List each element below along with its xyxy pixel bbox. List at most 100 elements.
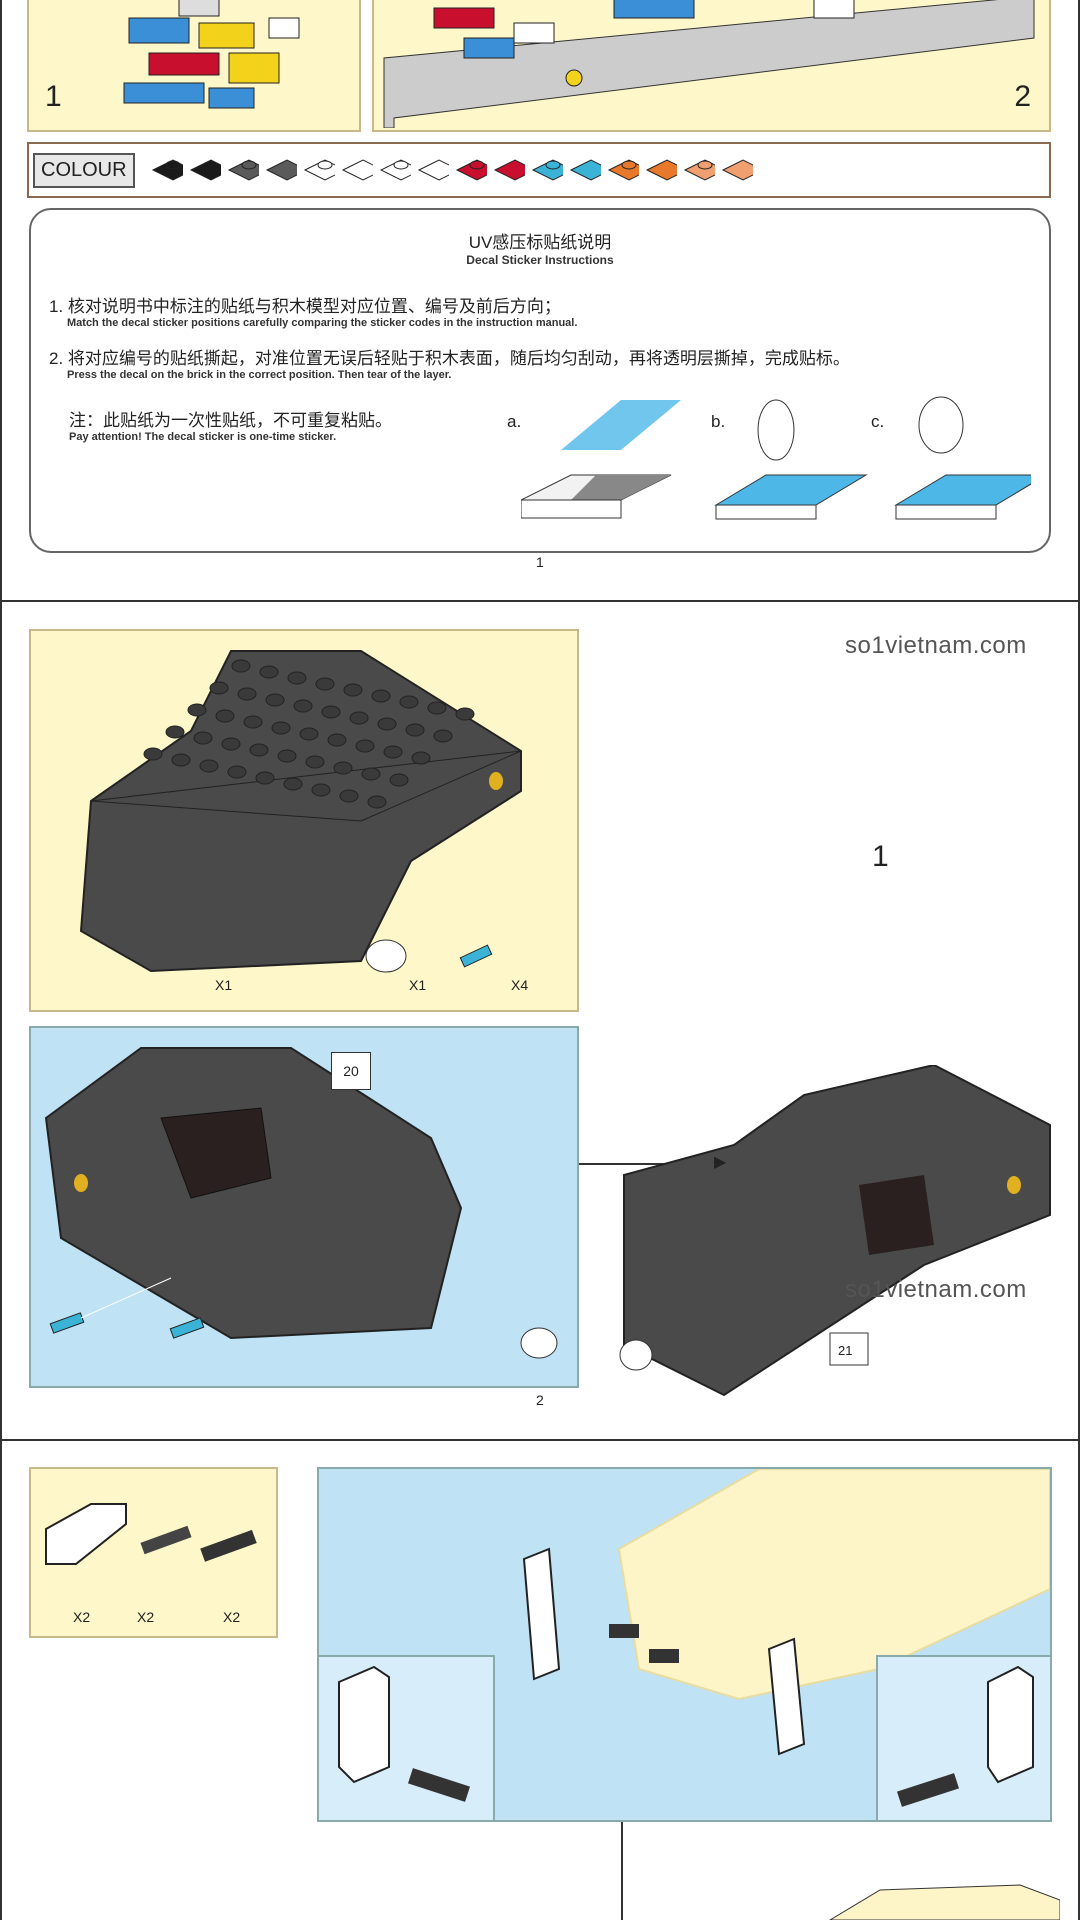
stud xyxy=(249,743,269,757)
colour-swatches xyxy=(149,153,757,187)
pin-insert-detail xyxy=(896,1665,1034,1807)
step-a-label: a. xyxy=(507,412,522,431)
battery-box-assembly xyxy=(44,1047,558,1359)
divider xyxy=(0,600,1080,602)
part-qty: X2 xyxy=(223,1609,241,1625)
stud xyxy=(343,683,363,697)
stud xyxy=(327,733,347,747)
colour-swatch xyxy=(721,159,753,181)
colour-swatch xyxy=(455,159,487,181)
stud xyxy=(367,795,387,809)
next-step-brick xyxy=(829,1884,1060,1920)
stud xyxy=(427,701,447,715)
step-number: 1 xyxy=(45,80,62,113)
sticker-code-badge: 20 xyxy=(331,1052,371,1090)
colour-bar: COLOUR xyxy=(27,142,1051,198)
stud xyxy=(227,765,247,779)
colour-swatch xyxy=(493,159,525,181)
stud xyxy=(243,715,263,729)
stud xyxy=(433,729,453,743)
decal-title-zh: UV感压标贴纸说明 xyxy=(468,233,612,252)
stud xyxy=(333,761,353,775)
stud xyxy=(455,707,475,721)
stud xyxy=(187,703,207,717)
stud xyxy=(399,695,419,709)
instruction-1-zh: 1. 核对说明书中标注的贴纸与积木模型对应位置、编号及前后方向； xyxy=(49,297,561,316)
arrow-right-icon: ▶ xyxy=(714,1154,727,1171)
stud xyxy=(293,699,313,713)
instruction-2-zh: 2. 将对应编号的贴纸撕起，对准位置无误后轻贴于积木表面，随后均匀刮动，再将透明… xyxy=(49,349,850,368)
stud xyxy=(171,753,191,767)
part-qty: X2 xyxy=(137,1609,155,1625)
battery-box-result xyxy=(619,1065,1051,1397)
divider xyxy=(0,1439,1080,1441)
stud xyxy=(411,751,431,765)
detail-panel-left xyxy=(317,1655,495,1822)
parts-illustration xyxy=(45,1503,257,1565)
parts-panel: X2 X2 X2 xyxy=(29,1467,278,1638)
stud xyxy=(209,681,229,695)
sticker-code-badge: 21 xyxy=(838,1343,853,1358)
step-panel-1: 1 xyxy=(27,0,361,132)
stud xyxy=(361,767,381,781)
stud xyxy=(389,773,409,787)
note-en: Pay attention! The decal sticker is one-… xyxy=(69,431,337,443)
stud xyxy=(321,705,341,719)
pin-insert-detail xyxy=(338,1665,471,1802)
step-number: 1 xyxy=(872,840,889,873)
instruction-2-en: Press the decal on the brick in the corr… xyxy=(67,369,452,381)
colour-swatch xyxy=(531,159,563,181)
stud xyxy=(231,659,251,673)
stud xyxy=(287,671,307,685)
stud xyxy=(221,737,241,751)
colour-swatch xyxy=(341,159,373,181)
stud xyxy=(377,717,397,731)
colour-swatch xyxy=(303,159,335,181)
decal-title-en: Decal Sticker Instructions xyxy=(466,253,614,267)
watermark: so1vietnam.com xyxy=(845,1276,1027,1303)
colour-swatch xyxy=(569,159,601,181)
detail-panel-right xyxy=(876,1655,1052,1822)
arrow-line xyxy=(579,1163,729,1165)
stud xyxy=(349,711,369,725)
colour-swatch xyxy=(645,159,677,181)
stud xyxy=(277,749,297,763)
colour-swatch xyxy=(227,159,259,181)
part-qty: X2 xyxy=(73,1609,91,1625)
battery-box-brick xyxy=(79,650,522,973)
stud xyxy=(305,755,325,769)
assembly-panel: 20 xyxy=(29,1026,579,1388)
watermark: so1vietnam.com xyxy=(845,632,1027,659)
step-panel-2: 2 xyxy=(372,0,1051,132)
colour-swatch xyxy=(265,159,297,181)
colour-swatch xyxy=(417,159,449,181)
parts-panel: X1 X1 X4 xyxy=(29,629,579,1012)
colour-swatch xyxy=(151,159,183,181)
colour-swatch xyxy=(607,159,639,181)
stud xyxy=(355,739,375,753)
brick-pile-illustration xyxy=(123,0,300,109)
stud xyxy=(283,777,303,791)
stud xyxy=(193,731,213,745)
step-c-label: c. xyxy=(871,412,885,431)
colour-swatch xyxy=(683,159,715,181)
part-qty: X1 xyxy=(215,977,233,993)
decal-steps-illustration xyxy=(521,396,1031,520)
page-number: 1 xyxy=(536,554,544,570)
part-qty: X1 xyxy=(409,977,427,993)
stud xyxy=(339,789,359,803)
stud xyxy=(215,709,235,723)
decal-instructions-box: UV感压标贴纸说明 Decal Sticker Instructions 1. … xyxy=(29,208,1051,553)
colour-swatch xyxy=(379,159,411,181)
colour-swatch xyxy=(189,159,221,181)
stud xyxy=(271,721,291,735)
stud xyxy=(265,693,285,707)
stud xyxy=(143,747,163,761)
stud xyxy=(237,687,257,701)
stud xyxy=(315,677,335,691)
colour-label: COLOUR xyxy=(33,152,135,188)
step-b-label: b. xyxy=(711,412,726,431)
stud xyxy=(165,725,185,739)
stud xyxy=(383,745,403,759)
